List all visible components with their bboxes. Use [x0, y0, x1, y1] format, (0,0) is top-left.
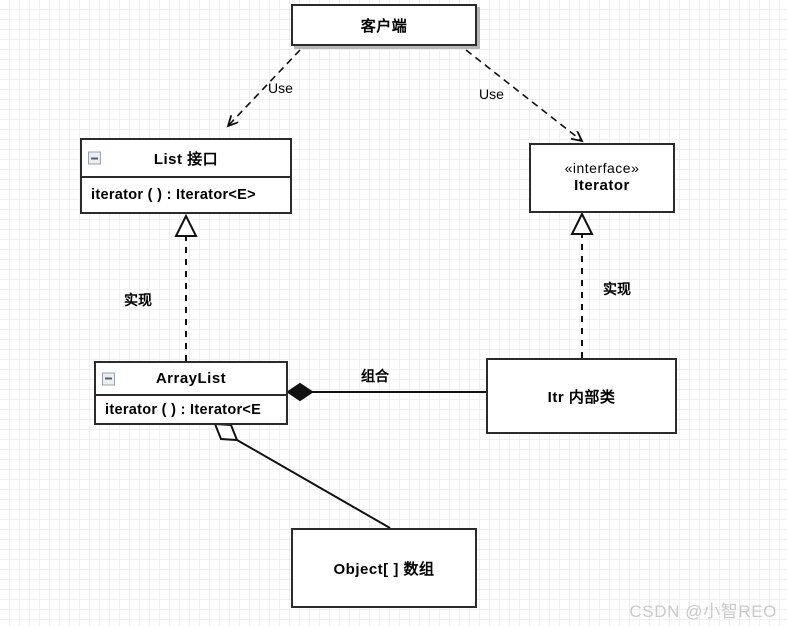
node-list-interface[interactable]: List 接口 iterator ( ) : Iterator<E>	[80, 138, 292, 214]
node-arraylist-members: iterator ( ) : Iterator<E	[96, 396, 286, 423]
node-object-array[interactable]: Object[ ] 数组	[291, 528, 477, 608]
node-itr-inner-class[interactable]: Itr 内部类	[486, 358, 677, 434]
node-iterator-stereotype: «interface»	[564, 159, 640, 176]
node-list-header: List 接口	[82, 140, 290, 178]
node-list-members: iterator ( ) : Iterator<E>	[82, 178, 290, 212]
node-iterator-title: «interface» Iterator	[531, 145, 673, 211]
edge-label-use-iterator: Use	[479, 86, 504, 102]
node-arraylist-label: ArrayList	[155, 370, 227, 387]
node-list-label: List 接口	[153, 150, 219, 168]
node-arraylist[interactable]: ArrayList iterator ( ) : Iterator<E	[94, 361, 288, 425]
node-iterator-label: Iterator	[574, 177, 630, 195]
edge-arraylist-composes-itr	[286, 382, 486, 402]
node-arraylist-header: ArrayList	[96, 363, 286, 396]
watermark: CSDN @小智REO	[629, 602, 777, 621]
edge-label-implements-list: 实现	[124, 292, 152, 308]
edge-label-composition: 组合	[361, 368, 389, 384]
node-client-label: 客户端	[360, 17, 408, 35]
node-itr-label: Itr 内部类	[547, 388, 616, 406]
edge-itr-implements-iterator	[570, 211, 594, 358]
node-iterator-interface[interactable]: «interface» Iterator	[529, 143, 675, 213]
edge-arraylist-implements-list	[174, 213, 198, 361]
node-arraylist-member-iterator: iterator ( ) : Iterator<E	[105, 401, 262, 418]
edge-label-use-list: Use	[268, 80, 293, 96]
minus-square-icon[interactable]	[88, 151, 101, 165]
node-object-array-label: Object[ ] 数组	[333, 560, 435, 578]
node-list-member-iterator: iterator ( ) : Iterator<E>	[91, 187, 256, 203]
edge-label-implements-iterator: 实现	[603, 281, 631, 297]
node-client[interactable]: 客户端	[291, 4, 477, 46]
edge-arraylist-aggregates-objectarray	[213, 422, 391, 529]
minus-square-icon[interactable]	[102, 372, 115, 385]
